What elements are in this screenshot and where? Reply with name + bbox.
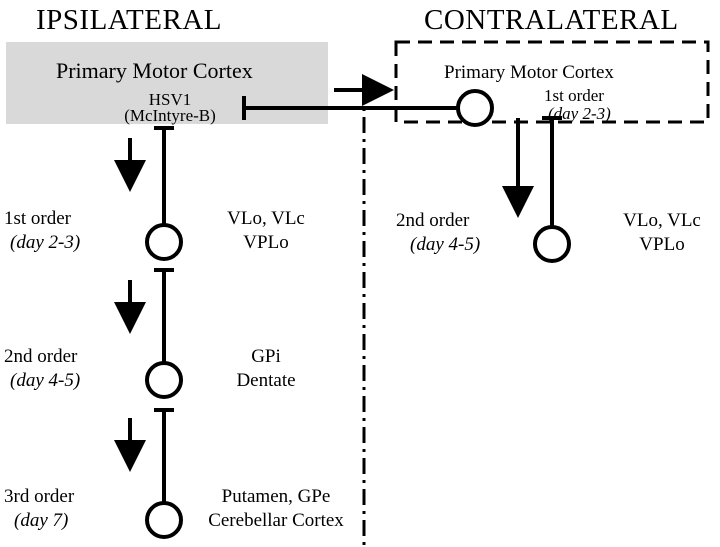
ipsi-level-3-day: (day 7) bbox=[14, 510, 69, 531]
contra-level-region-b: VPLo bbox=[639, 234, 685, 255]
ipsi-level-2-order: 2nd order bbox=[4, 346, 78, 367]
ipsi-cortex-box bbox=[6, 42, 328, 124]
contra-level-order: 2nd order bbox=[396, 210, 470, 231]
ipsi-level-2-day: (day 4-5) bbox=[10, 370, 81, 391]
contra-2nd-order-neuron bbox=[533, 225, 571, 263]
ipsi-virus-label: HSV1 bbox=[148, 90, 192, 109]
ipsi-level-2-region-a: GPi bbox=[251, 346, 281, 367]
ipsi-1st-order-neuron bbox=[145, 223, 183, 261]
ipsi-cortex-title: Primary Motor Cortex bbox=[56, 58, 253, 83]
ipsi-level-3-order: 3rd order bbox=[4, 486, 75, 507]
ipsi-level-1-region-b: VPLo bbox=[243, 232, 289, 253]
ipsi-3rd-order-neuron bbox=[145, 501, 183, 539]
header-ipsilateral: IPSILATERAL bbox=[36, 4, 222, 36]
contra-cortex-order: 1st order bbox=[544, 86, 604, 105]
ipsi-strain-label: (McIntyre-B) bbox=[124, 106, 216, 125]
contra-cortex-box bbox=[394, 40, 710, 124]
ipsi-level-3-region-a: Putamen, GPe bbox=[221, 486, 331, 507]
contra-level-day: (day 4-5) bbox=[410, 234, 481, 255]
ipsi-level-1-region-a: VLo, VLc bbox=[227, 208, 305, 229]
contra-cortex-day: (day 2-3) bbox=[548, 104, 611, 123]
contra-level-region-a: VLo, VLc bbox=[623, 210, 701, 231]
header-contralateral: CONTRALATERAL bbox=[424, 4, 679, 36]
ipsi-level-1-order: 1st order bbox=[4, 208, 72, 229]
contra-1st-order-neuron bbox=[456, 89, 494, 127]
ipsi-2nd-order-neuron bbox=[145, 361, 183, 399]
contra-cortex-title: Primary Motor Cortex bbox=[444, 62, 614, 83]
ipsi-level-3-region-b: Cerebellar Cortex bbox=[208, 510, 344, 531]
ipsi-level-1-day: (day 2-3) bbox=[10, 232, 81, 253]
ipsi-level-2-region-b: Dentate bbox=[236, 370, 296, 391]
